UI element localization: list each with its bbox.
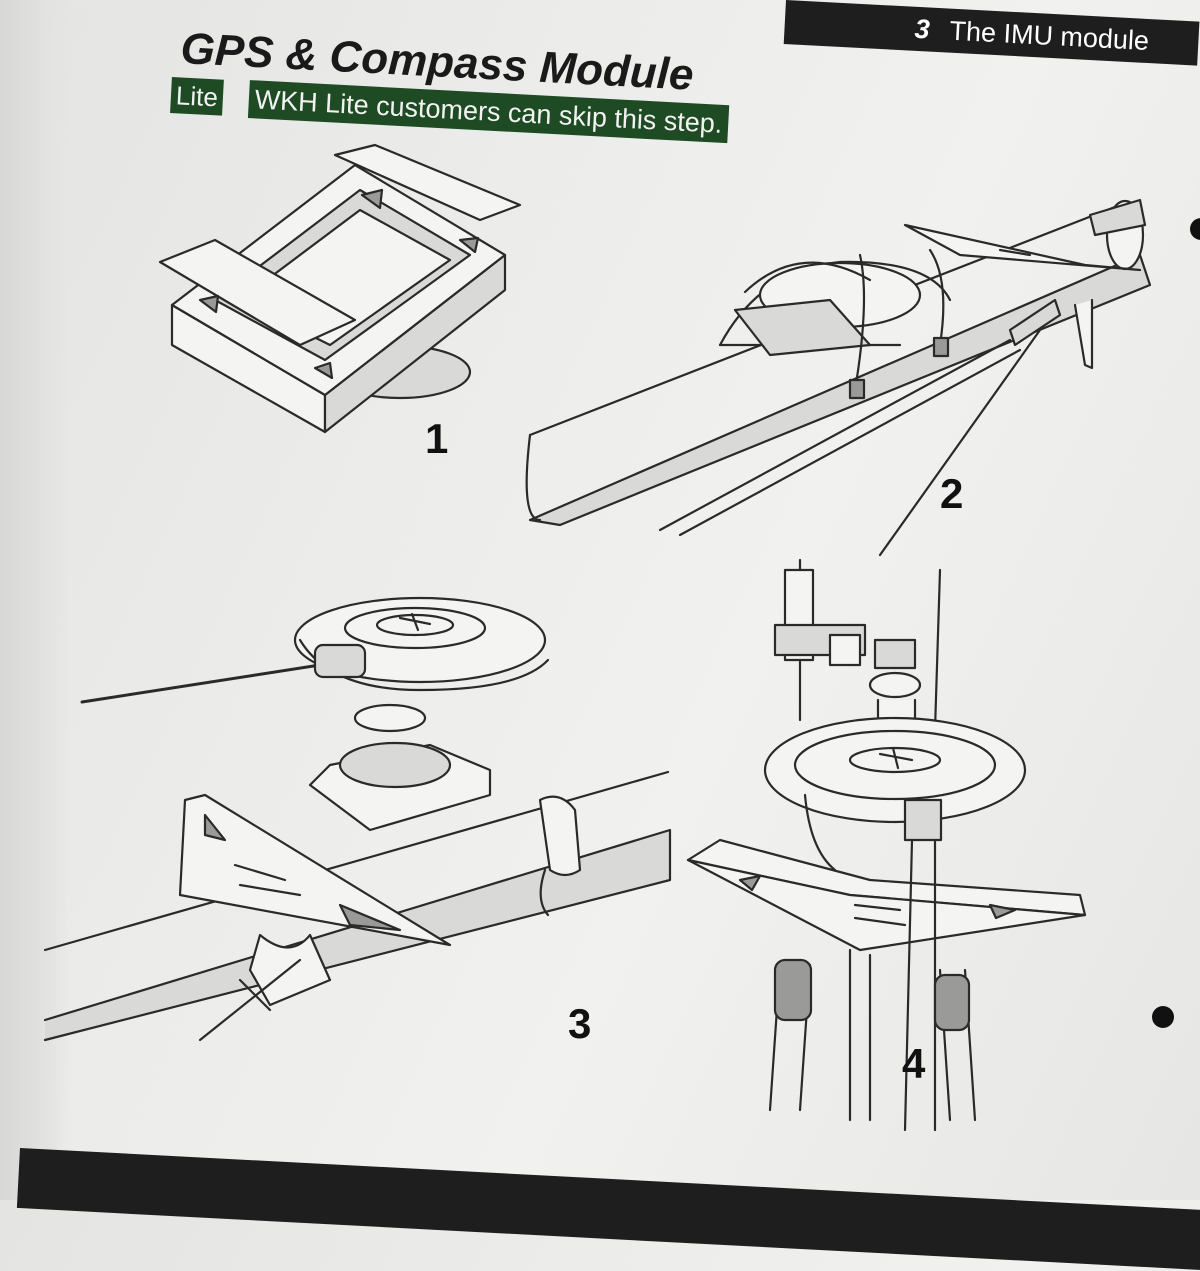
step-label-2: 2 — [940, 470, 964, 517]
step-label-4: 4 — [902, 1040, 926, 1087]
illustration-step-2 — [525, 198, 1152, 557]
illustration-step-4 — [686, 558, 1087, 1132]
step-label-3: 3 — [568, 1000, 592, 1047]
margin-bullet-top — [1190, 218, 1200, 240]
illustration-step-3 — [43, 596, 672, 1042]
illustration-step-1 — [158, 143, 522, 434]
page-edge-shadow — [0, 0, 70, 1200]
step-label-1: 1 — [425, 415, 449, 462]
margin-bullet-bottom — [1152, 1006, 1174, 1028]
